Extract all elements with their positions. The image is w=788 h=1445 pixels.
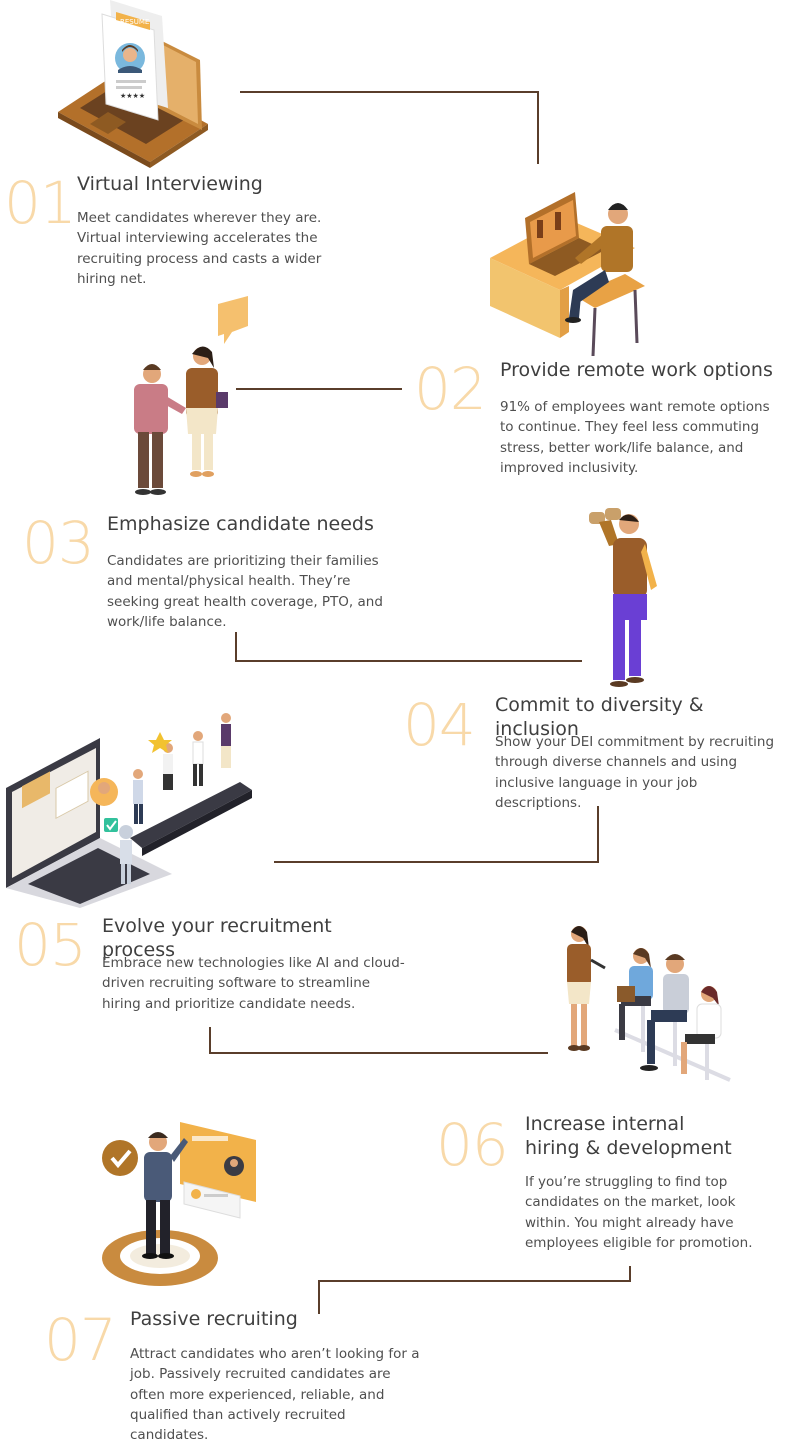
connector-line	[318, 1280, 320, 1314]
connector-line	[597, 806, 599, 863]
handshake-illustration	[134, 296, 248, 495]
step-description: Candidates are prioritizing their famili…	[107, 553, 383, 630]
step-title: Passive recruiting	[130, 1308, 298, 1330]
step-description: Show your DEI commitment by recruiting t…	[495, 734, 775, 811]
step-description: Embrace new technologies like AI and clo…	[102, 955, 405, 1012]
step-number: 04	[403, 691, 476, 759]
step-number: 06	[436, 1111, 509, 1179]
step-title: Evolve your recruitment process	[102, 915, 332, 961]
connector-line	[629, 1266, 631, 1282]
svg-text:★★★★: ★★★★	[120, 92, 145, 100]
step-number: 01	[4, 169, 77, 237]
step-title: Commit to diversity & inclusion	[495, 694, 704, 740]
step-title: Emphasize candidate needs	[107, 513, 374, 535]
connector-line	[236, 388, 402, 390]
resume-label: RESUME	[120, 18, 149, 26]
passive-recruiting-illustration	[102, 1122, 256, 1286]
connector-line	[209, 1052, 548, 1054]
connector-line	[235, 660, 582, 662]
step-title: Provide remote work options	[500, 359, 773, 381]
step-title: Increase internal hiring & development	[525, 1113, 732, 1159]
step-description: 91% of employees want remote options to …	[500, 399, 770, 476]
internal-hiring-illustration	[567, 926, 731, 1082]
step-title: Virtual Interviewing	[77, 173, 263, 195]
step-description: Meet candidates wherever they are. Virtu…	[77, 210, 322, 287]
connector-line	[235, 632, 237, 662]
connector-line	[537, 91, 539, 164]
connector-line	[318, 1280, 631, 1282]
step-number: 05	[14, 911, 87, 979]
connector-line	[240, 91, 539, 93]
step-description: Attract candidates who aren’t looking fo…	[130, 1346, 420, 1443]
step-number: 07	[44, 1306, 117, 1374]
laptop-resume-illustration: RESUME ★★★★	[58, 0, 208, 168]
recruitment-process-illustration	[6, 713, 252, 908]
step-number: 02	[414, 355, 487, 423]
connector-line	[274, 861, 599, 863]
step-number: 03	[22, 509, 95, 577]
binoculars-person-illustration	[589, 508, 657, 687]
step-description: If you’re struggling to find top candida…	[525, 1174, 753, 1251]
connector-line	[209, 1027, 211, 1054]
remote-worker-illustration	[490, 192, 645, 357]
